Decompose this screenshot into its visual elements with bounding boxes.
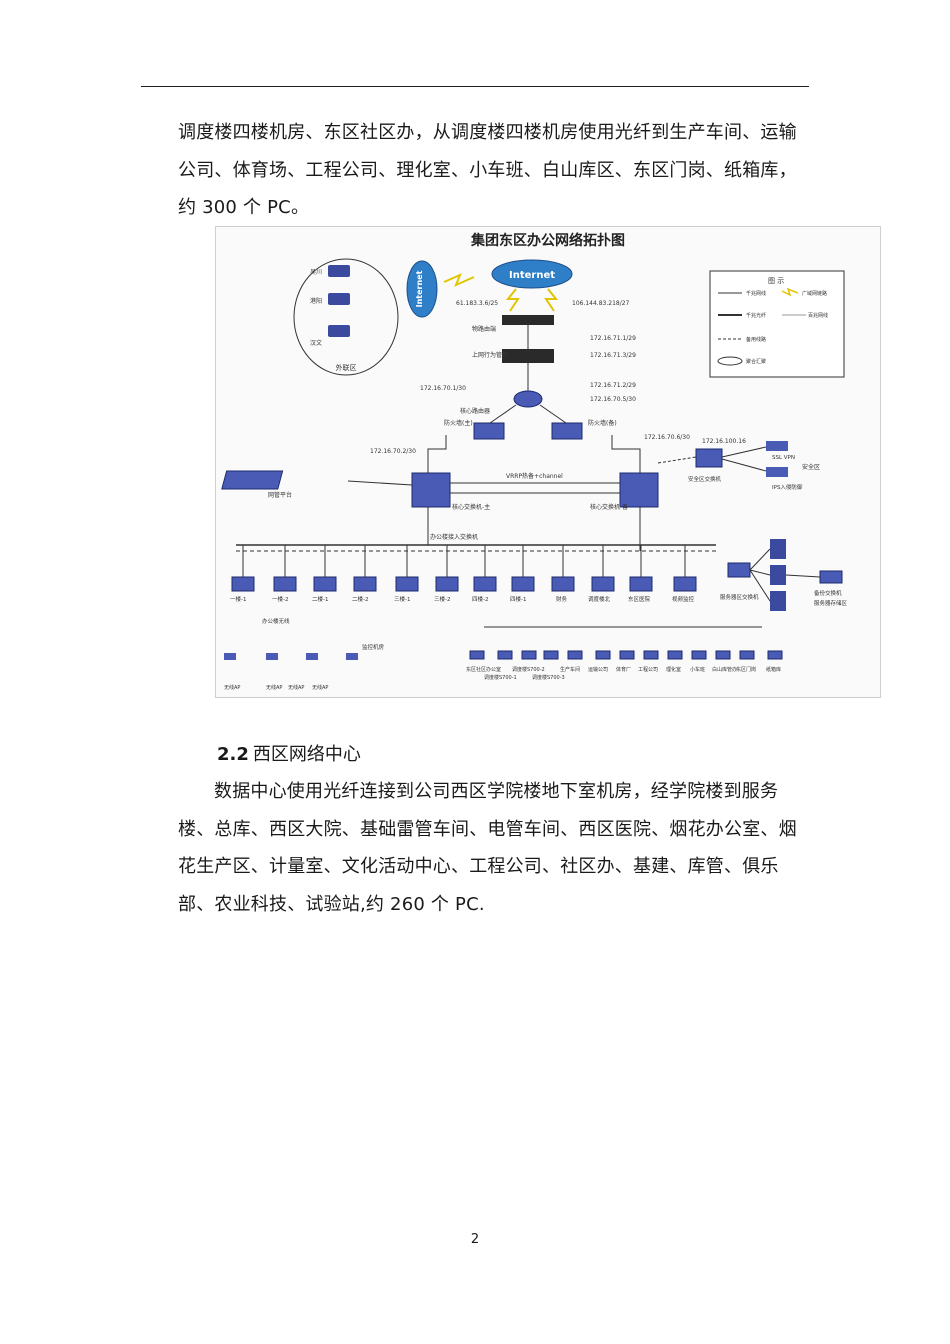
wireless-group-label: 办公楼无线 [262,617,290,625]
core-router [513,390,543,408]
firewall-backup-label: 防火墙(备) [588,419,617,427]
core-switch-main [411,472,451,508]
storage-label: 服务器存储区 [814,599,848,607]
internet-cloud [406,260,438,318]
wireless-ap-label: 无线AP [266,684,282,691]
site-label: 白山库管办 [712,666,737,673]
site-wuchuan: 吴川 [310,269,322,276]
legend-item: 备用线路 [746,336,766,343]
security-zone-label: 安全区 [802,463,820,471]
ssl-vpn [766,441,788,451]
ips-device [766,467,788,477]
ips-label: IPS入侵防御 [772,483,803,491]
internet-main-cloud [491,259,573,289]
page-number: 2 [470,1232,480,1247]
server-switch [727,562,751,578]
ip-label: 172.16.71.2/29 [590,382,636,389]
external-zone [293,258,399,376]
figure-title: 集团东区办公网络拓扑图 [470,232,625,249]
ip-label: 172.16.71.3/29 [590,352,636,359]
header-rule [141,86,809,87]
behavior-device [502,349,554,363]
core-router-label: 核心路由器 [460,407,490,415]
ip-label: 172.16.71.1/29 [590,335,636,342]
floor-switch-label: 一楼-1 [230,595,246,603]
ip-label: 172.16.100.16 [702,438,746,445]
vrrp-label: VRRP热备+channel [506,472,563,480]
section-title: 西区网络中心 [252,744,361,765]
legend-box [709,270,845,378]
site-label: 调度楼S700-2 [512,666,545,673]
external-zone-label: 外联区 [336,363,357,372]
wireless-ap-label: 无线AP [312,684,328,691]
paragraph-intro: 调度楼四楼机房、东区社区办，从调度楼四楼机房使用光纤到生产车间、运输公司、体育场… [178,122,797,218]
site-label: 体育厂 [616,666,631,673]
core-switch-backup-label: 核心交换机-备 [590,503,628,511]
ip-label: 172.16.70.1/30 [420,385,466,392]
site-label: 运输公司 [588,666,608,673]
ssl-vpn-label: SSL VPN [772,455,795,461]
security-switch-label: 安全区交换机 [688,475,722,483]
access-switch-label: 办公楼接入交换机 [430,533,478,541]
site-label: 理化室 [666,666,681,673]
site-label: 调度楼S700-3 [532,674,565,681]
site-label: 工程公司 [638,666,658,673]
firewall-main [473,422,505,440]
floor-switch-label: 财务 [556,595,568,603]
paragraph-west-center: 数据中心使用光纤连接到公司西区学院楼地下室机房，经学院楼到服务楼、总库、西区大院… [178,781,797,915]
behavior-label: 上网行为管理 [472,351,508,359]
core-switch-backup [619,472,659,508]
internet-cloud-label: Internet [415,270,424,307]
legend-item: 广域网链路 [802,290,827,297]
site-label: 生产车间 [560,666,580,673]
gateway-label: 物路由端 [472,325,496,333]
legend-item: 千兆光纤 [746,312,766,319]
site-label: 调度楼S700-1 [484,674,517,681]
security-switch [695,448,723,468]
floor-switch-label: 二楼-1 [312,595,328,603]
section-number: 2.2 [217,744,249,765]
network-topology-figure: 集团东区办公网络拓扑图 外联区 吴川 港阳 汉文 Internet Intern… [215,226,881,698]
core-switch-main-label: 核心交换机-主 [452,503,490,511]
floor-switch-label: 三楼-2 [434,595,450,603]
firewall-backup [551,422,583,440]
site-label: 东区门岗 [736,666,756,673]
gateway-device [502,315,554,325]
wireless-ap-label: 无线AP [224,684,240,691]
backup-switch-label: 备份交换机 [814,589,842,597]
legend-item: 百兆网线 [808,312,828,319]
nms-label: 网管平台 [268,491,292,499]
floor-switch-label: 三楼-1 [394,595,410,603]
ip-label: 172.16.70.6/30 [644,434,690,441]
backup-switch [819,570,843,584]
monitor-room-label: 监控机房 [362,643,385,651]
ip-label: 106.144.83.218/27 [572,300,630,307]
floor-switch-label: 一楼-2 [272,595,288,603]
site-hanwen: 汉文 [310,339,322,347]
floor-switch-label: 二楼-2 [352,595,368,603]
floor-switch-label: 视频监控 [672,595,695,603]
wireless-ap-label: 无线AP [288,684,304,691]
legend-item: 千兆网线 [746,290,766,297]
floor-switch-label: 四楼-2 [472,595,488,603]
site-label: 小车班 [690,666,705,673]
floor-switch-label: 东区医院 [628,595,651,603]
site-label: 东区社区办公室 [466,666,501,673]
legend-title: 图 示 [768,277,784,285]
server-switch-label: 服务器区交换机 [720,593,759,601]
site-label: 纸箱库 [766,666,781,673]
legend-item: 聚合汇聚 [746,358,766,365]
internet-main-label: Internet [509,270,555,281]
site-gangyang: 港阳 [310,297,322,305]
firewall-main-label: 防火墙(主) [444,419,473,427]
ip-label: 172.16.70.2/30 [370,448,416,455]
nms-platform [221,470,284,490]
floor-switch-label: 调度楼北 [588,595,611,603]
ip-label: 172.16.70.5/30 [590,396,636,403]
ip-label: 61.183.3.6/25 [456,300,498,307]
floor-switch-label: 四楼-1 [510,595,526,603]
